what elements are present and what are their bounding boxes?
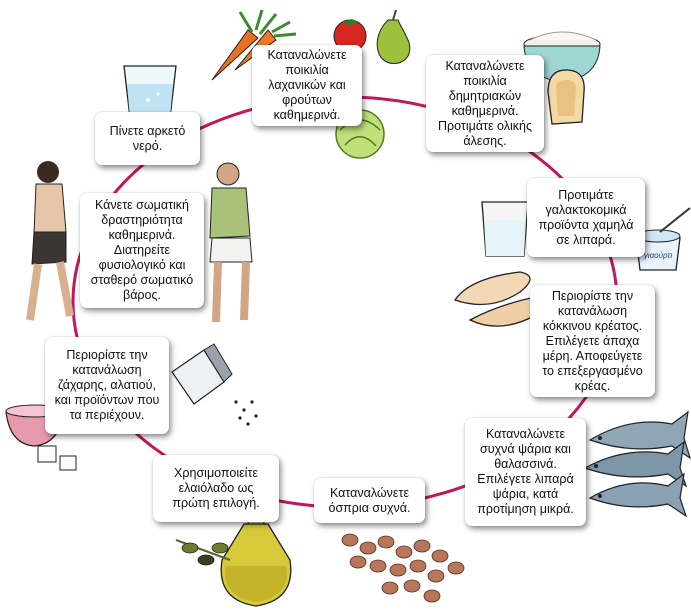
tip-olive-oil-text: Χρησιμοποιείτε ελαιόλαδο ως πρώτη επιλογ… bbox=[172, 466, 260, 510]
tip-dairy-text: Προτιμάτε γαλακτοκομικά προϊόντα χαμηλά … bbox=[538, 187, 634, 247]
milk-glass-icon bbox=[481, 201, 529, 257]
tip-fruits-vegetables: Καταναλώνετε ποικιλία λαχανικών και φρού… bbox=[252, 45, 362, 126]
yogurt-label: γιαούρτι bbox=[644, 251, 673, 260]
tip-cereals: Καταναλώνετε ποικιλία δημητριακών καθημε… bbox=[426, 55, 544, 152]
tip-fish: Καταναλώνετε συχνά ψάρια και θαλασσινά. … bbox=[465, 418, 586, 526]
olives-icon bbox=[175, 539, 231, 566]
tip-olive-oil: Χρησιμοποιείτε ελαιόλαδο ως πρώτη επιλογ… bbox=[153, 455, 279, 522]
tip-red-meat-text: Περιορίστε την κατανάλωση κόκκινου κρέατ… bbox=[542, 288, 643, 393]
tip-sugar-salt-text: Περιορίστε την κατανάλωση ζάχαρης, αλατι… bbox=[54, 348, 160, 422]
tip-dairy: Προτιμάτε γαλακτοκομικά προϊόντα χαμηλά … bbox=[527, 178, 645, 257]
legumes-icon bbox=[341, 533, 465, 603]
bread-icon bbox=[547, 69, 585, 125]
tip-legumes-text: Καταναλώνετε όσπρια συχνά. bbox=[328, 485, 411, 515]
tip-fish-text: Καταναλώνετε συχνά ψάρια και θαλασσινά. … bbox=[477, 427, 574, 516]
chicken-meat-icon bbox=[453, 271, 548, 327]
tip-red-meat: Περιορίστε την κατανάλωση κόκκινου κρέατ… bbox=[530, 285, 655, 397]
tip-water: Πίνετε αρκετό νερό. bbox=[95, 112, 200, 165]
fish-icon bbox=[583, 410, 691, 518]
tip-water-text: Πίνετε αρκετό νερό. bbox=[109, 123, 186, 153]
pear-icon bbox=[376, 9, 411, 64]
tip-sugar-salt: Περιορίστε την κατανάλωση ζάχαρης, αλατι… bbox=[45, 337, 169, 434]
salt-shaker-icon bbox=[171, 343, 258, 426]
tip-legumes: Καταναλώνετε όσπρια συχνά. bbox=[314, 478, 425, 523]
yogurt-icon: γιαούρτι bbox=[635, 207, 691, 271]
tip-cereals-text: Καταναλώνετε ποικιλία δημητριακών καθημε… bbox=[437, 58, 532, 148]
water-glass-icon bbox=[123, 65, 177, 119]
tip-fruits-vegetables-text: Καταναλώνετε ποικιλία λαχανικών και φρού… bbox=[267, 48, 347, 122]
runner-woman-icon bbox=[26, 161, 74, 321]
tip-exercise: Κάνετε σωματική δραστηριότητα καθημερινά… bbox=[80, 193, 204, 308]
runner-man-icon bbox=[209, 162, 253, 323]
tip-exercise-text: Κάνετε σωματική δραστηριότητα καθημερινά… bbox=[90, 198, 194, 302]
